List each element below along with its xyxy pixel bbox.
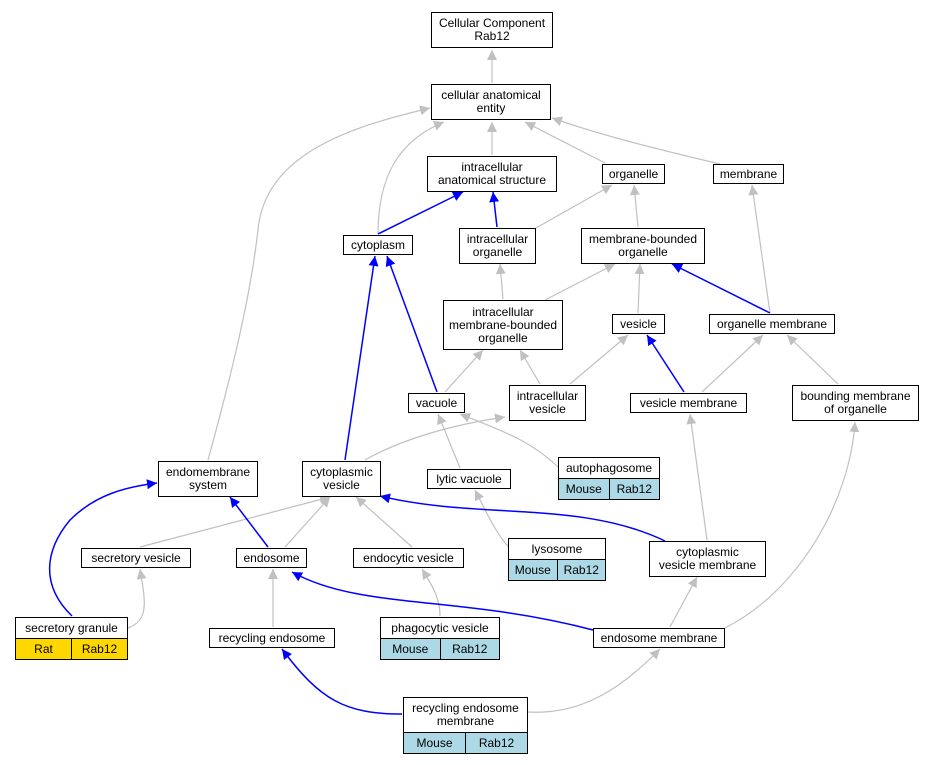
edge-iv-to-imbo — [519, 349, 541, 385]
species-label: Mouse — [565, 482, 602, 496]
edge-iv-to-vesicle — [569, 334, 629, 385]
node-cytoplasm[interactable]: cytoplasm — [343, 235, 413, 255]
edge-om-to-membrane — [748, 184, 771, 314]
node-lysosome-annotation: Mouse Rab12 — [508, 559, 606, 581]
node-endosome[interactable]: endosome — [236, 548, 307, 568]
node-sv[interactable]: secretory vesicle — [81, 548, 191, 568]
edge-em-to-endosome — [291, 571, 594, 631]
edge-membrane-to-cae — [551, 116, 721, 165]
edge-cytoplasm-to-ias — [377, 191, 464, 235]
edge-bmo-to-om — [786, 334, 839, 385]
node-vm[interactable]: vesicle membrane — [630, 393, 747, 413]
gene-label: Rab12 — [71, 639, 127, 659]
edge-vm-to-vesicle — [646, 334, 685, 393]
node-autophagosome-annotation: Mouse Rab12 — [558, 478, 660, 500]
node-lysosome[interactable]: lysosome — [508, 538, 606, 560]
node-rem-annotation: Mouse Rab12 — [403, 732, 528, 754]
species-label: Mouse — [514, 563, 551, 577]
edge-imbo-to-io — [495, 263, 506, 300]
node-rem[interactable]: recycling endosome membrane — [403, 697, 528, 733]
node-pv[interactable]: phagocytic vesicle — [380, 617, 500, 639]
edge-mbo-to-organelle — [629, 184, 640, 228]
node-em[interactable]: endosome membrane — [593, 628, 725, 648]
node-imbo[interactable]: intracellular membrane-bounded organelle — [443, 300, 563, 350]
edge-endosome-to-cv — [284, 496, 331, 548]
edge-sv-to-cv — [139, 494, 331, 548]
edge-cvm-to-cv — [379, 493, 666, 542]
node-iv[interactable]: intracellular vesicle — [509, 385, 586, 421]
gene-label: Rab12 — [608, 479, 660, 499]
node-sg[interactable]: secretory granule — [15, 617, 128, 639]
node-lv[interactable]: lytic vacuole — [427, 469, 511, 489]
edge-rem-to-em — [527, 648, 661, 713]
edge-cv-to-cytoplasm — [344, 255, 379, 461]
node-io[interactable]: intracellular organelle — [459, 228, 536, 264]
edge-rem-to-re — [281, 648, 403, 715]
edge-cv-to-iv — [364, 413, 506, 461]
gene-label: Rab12 — [439, 639, 500, 659]
node-om[interactable]: organelle membrane — [709, 314, 835, 334]
edge-pv-to-ev — [421, 568, 441, 617]
edge-vm-to-om — [701, 334, 764, 393]
node-cae[interactable]: cellular anatomical entity — [431, 84, 551, 120]
node-root[interactable]: Cellular Component Rab12 — [431, 12, 553, 48]
node-organelle[interactable]: organelle — [602, 164, 665, 184]
edge-cvm-to-vm — [686, 413, 708, 541]
node-bmo[interactable]: bounding membrane of organelle — [792, 385, 919, 421]
edge-ems-to-cae — [207, 105, 431, 461]
edge-ev-to-cv — [355, 496, 413, 548]
edge-sg-to-sv — [127, 568, 147, 629]
edge-endosome-to-ems — [229, 496, 269, 548]
edge-io-to-ias — [489, 191, 500, 228]
edge-em-to-bmo — [724, 421, 860, 629]
edge-vacuole-to-imbo — [444, 349, 484, 393]
edge-cytoplasm-to-cae — [377, 121, 445, 235]
node-re[interactable]: recycling endosome — [209, 628, 335, 648]
edge-io-to-organelle — [535, 184, 613, 229]
node-cv[interactable]: cytoplasmic vesicle — [302, 461, 381, 497]
node-cvm[interactable]: cytoplasmic vesicle membrane — [649, 541, 766, 577]
species-label: Mouse — [392, 642, 429, 656]
gene-label: Rab12 — [556, 560, 606, 580]
edge-lysosome-to-lv — [474, 489, 513, 551]
node-ias[interactable]: intracellular anatomical structure — [427, 156, 557, 192]
edge-lv-to-vacuole — [437, 413, 461, 469]
edge-om-to-mbo — [671, 263, 771, 314]
edge-vacuole-to-cytoplasm — [385, 255, 438, 393]
node-ev[interactable]: endocytic vesicle — [353, 548, 464, 568]
node-mbo[interactable]: membrane-bounded organelle — [581, 228, 705, 264]
node-ems[interactable]: endomembrane system — [158, 461, 258, 497]
node-pv-annotation: Mouse Rab12 — [380, 638, 500, 660]
edge-sg-to-ems — [48, 479, 158, 617]
species-label: Rat — [34, 642, 53, 656]
node-sg-annotation: Rat Rab12 — [15, 638, 128, 660]
edge-vesicle-to-mbo — [634, 263, 645, 314]
edge-organelle-to-cae — [524, 121, 606, 164]
node-autophagosome[interactable]: autophagosome — [558, 457, 660, 479]
node-membrane[interactable]: membrane — [713, 164, 784, 184]
edge-imbo-to-mbo — [544, 263, 616, 301]
node-vesicle[interactable]: vesicle — [612, 314, 665, 334]
edge-em-to-cvm — [669, 576, 698, 628]
edge-autophagosome-to-vacuole — [459, 413, 559, 468]
node-vacuole[interactable]: vacuole — [408, 393, 465, 413]
gene-label: Rab12 — [465, 733, 527, 753]
species-label: Mouse — [416, 736, 453, 750]
